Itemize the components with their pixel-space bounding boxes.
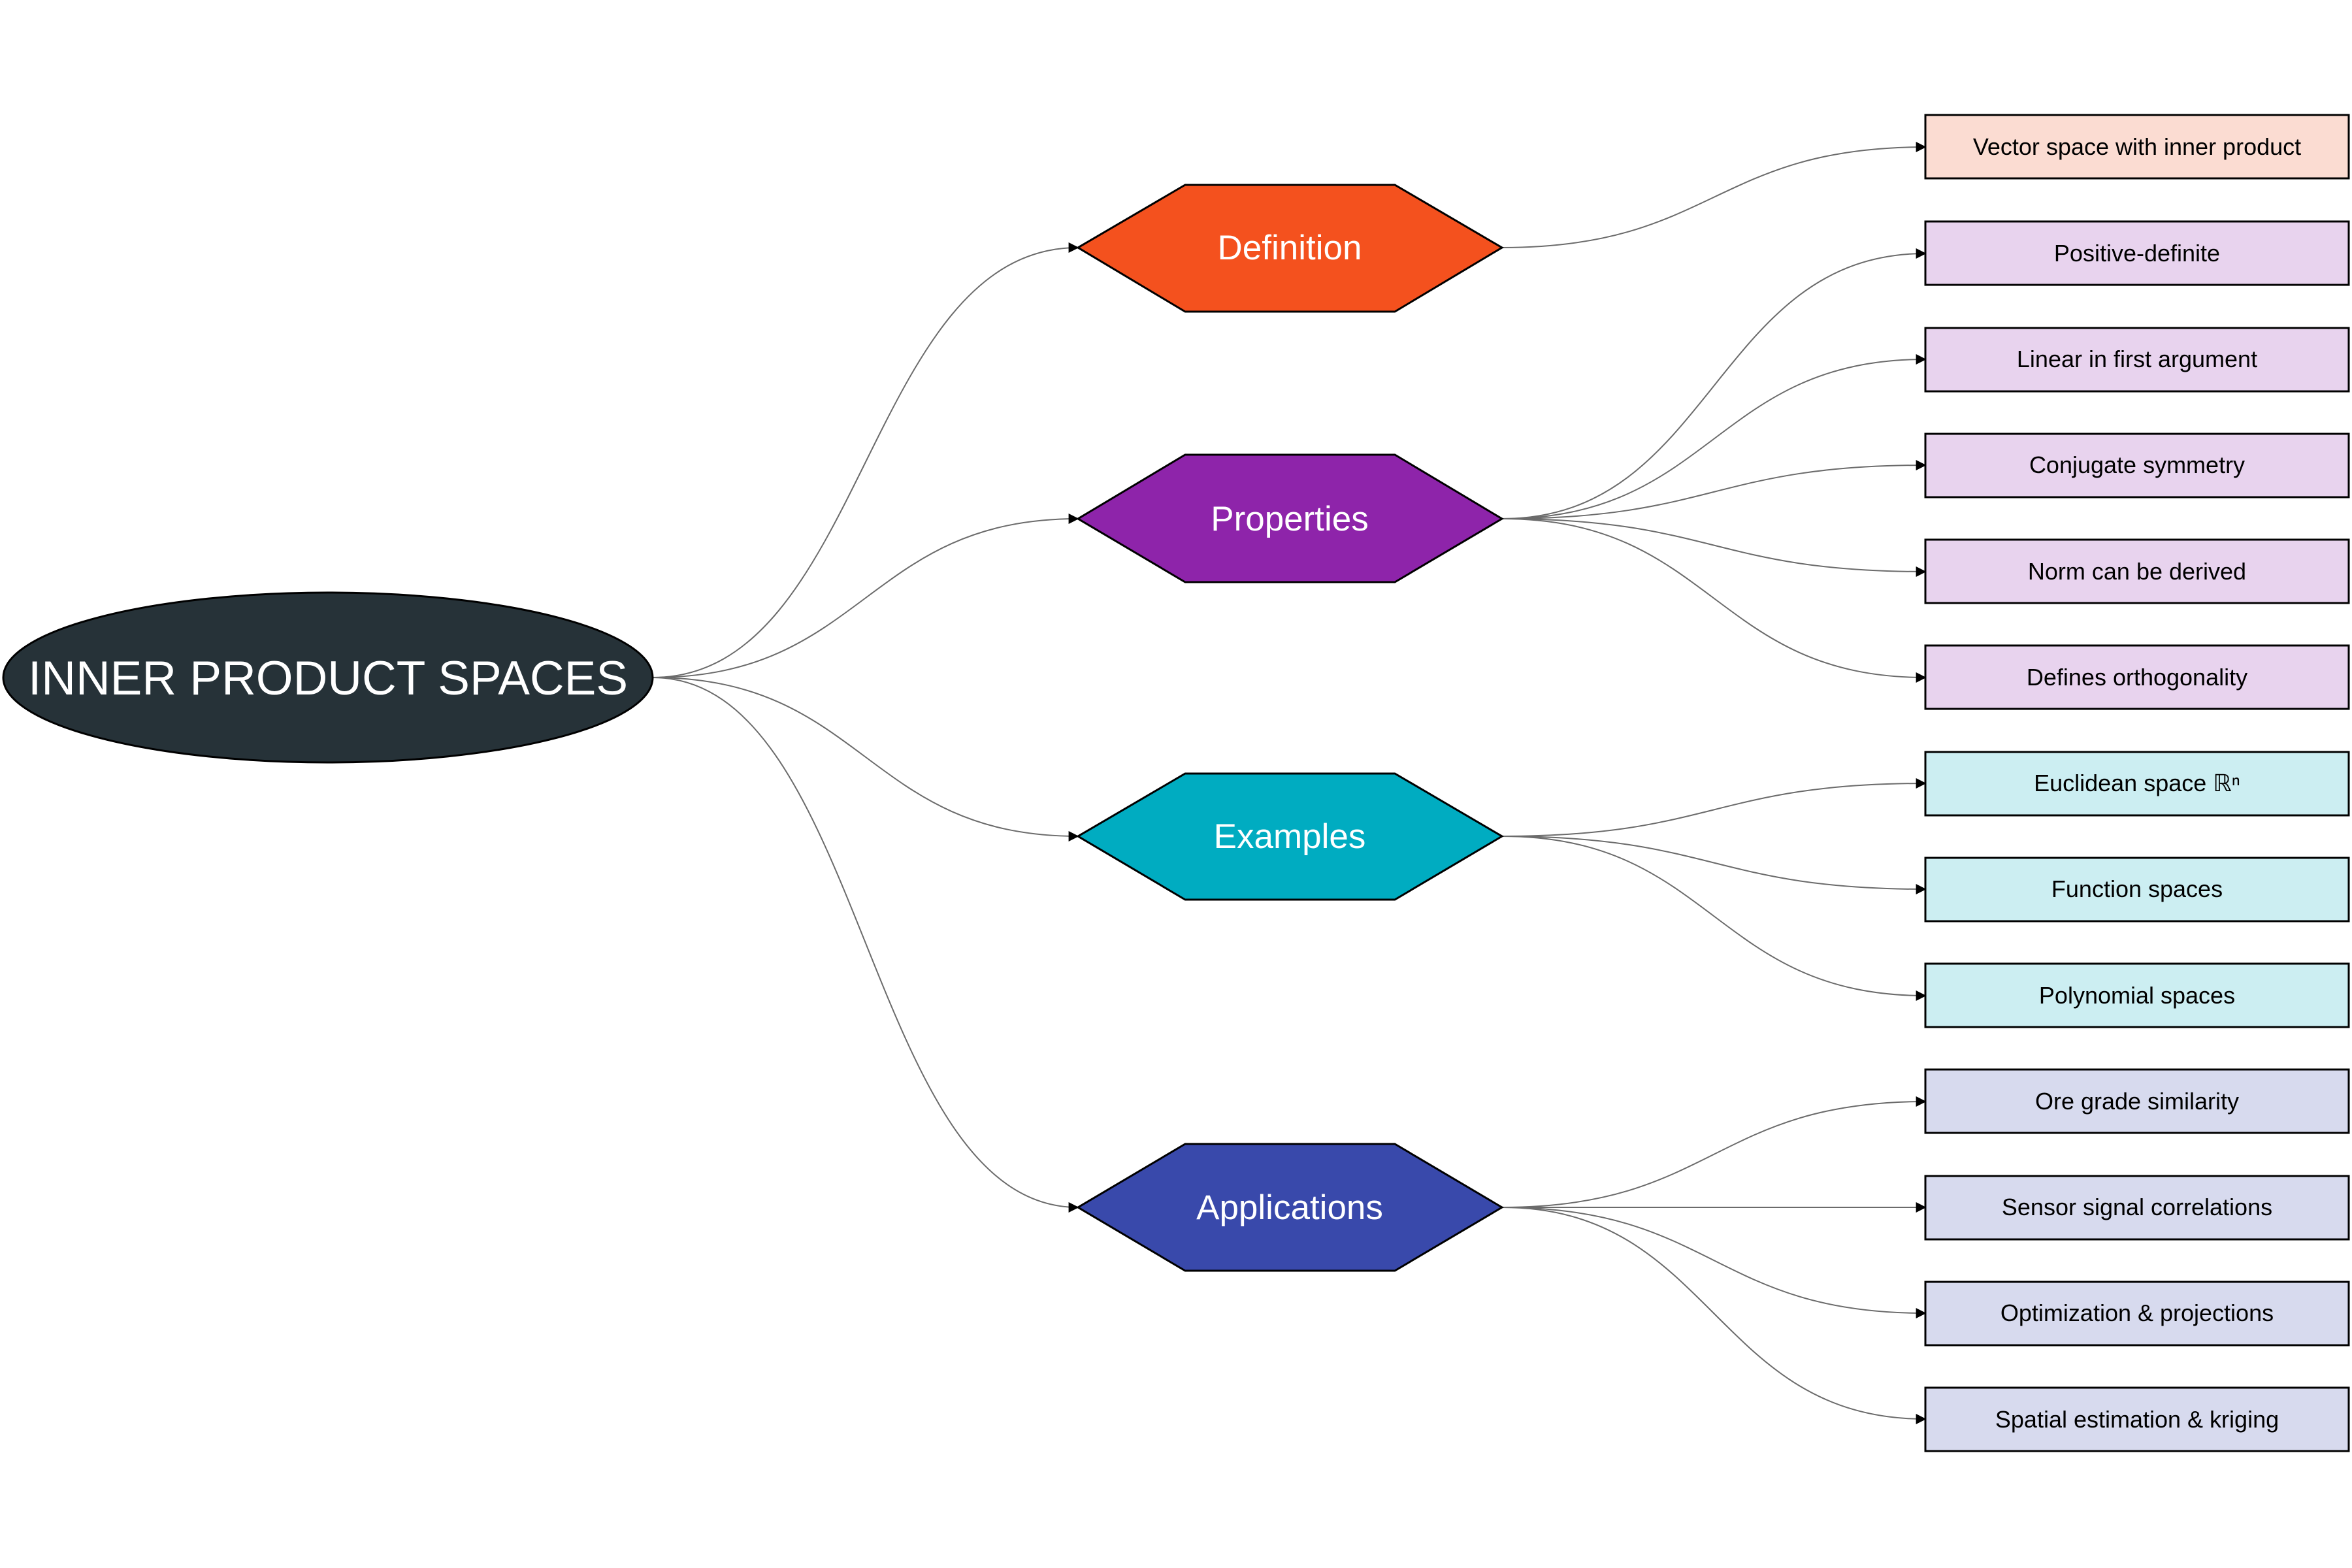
leaf-label: Defines orthogonality — [2027, 664, 2247, 691]
leaf-node[interactable]: Vector space with inner product — [1924, 114, 2350, 180]
branch-leaf-connector — [1501, 836, 1927, 1001]
leaf-box — [1924, 1281, 2350, 1347]
branch-node-applications[interactable]: Applications — [1076, 1143, 1504, 1272]
leaf-box — [1924, 327, 2350, 393]
branch-node-properties[interactable]: Properties — [1076, 453, 1504, 583]
branch-label: Applications — [1196, 1188, 1383, 1227]
leaf-node[interactable]: Euclidean space ℝⁿ — [1924, 751, 2350, 817]
branch-leaf-connector — [1501, 1207, 1927, 1424]
branch-leaf-connector — [1501, 1207, 1927, 1318]
leaf-box — [1924, 538, 2350, 604]
leaf-box — [1924, 220, 2350, 286]
branch-hexagon — [1076, 772, 1504, 901]
leaf-node[interactable]: Polynomial spaces — [1924, 962, 2350, 1028]
leaf-box — [1924, 1068, 2350, 1134]
branch-leaf-connector — [1501, 1096, 1927, 1208]
root-branch-connector — [652, 514, 1079, 678]
leaf-node[interactable]: Sensor signal correlations — [1924, 1175, 2350, 1241]
leaf-label: Function spaces — [2051, 875, 2223, 902]
leaf-node[interactable]: Positive-definite — [1924, 220, 2350, 286]
branch-hexagon — [1076, 453, 1504, 583]
leaf-label: Conjugate symmetry — [2029, 451, 2245, 478]
leaf-label: Sensor signal correlations — [2002, 1194, 2272, 1220]
leaf-label: Norm can be derived — [2028, 558, 2246, 585]
branch-leaf-connector — [1501, 778, 1927, 837]
branch-leaf-connector — [1501, 248, 1927, 519]
leaf-label: Spatial estimation & kriging — [1995, 1406, 2279, 1433]
branch-leaf-connector — [1501, 142, 1927, 248]
root-label: INNER PRODUCT SPACES — [28, 652, 628, 705]
branch-hexagon — [1076, 1143, 1504, 1272]
leaf-box — [1924, 114, 2350, 180]
leaf-label: Vector space with inner product — [1973, 133, 2301, 160]
branch-node-definition[interactable]: Definition — [1076, 184, 1504, 313]
leaf-box — [1924, 644, 2350, 710]
leaf-node[interactable]: Ore grade similarity — [1924, 1068, 2350, 1134]
branch-leaf-connector — [1501, 836, 1927, 894]
leaf-node[interactable]: Function spaces — [1924, 857, 2350, 923]
leaf-node[interactable]: Defines orthogonality — [1924, 644, 2350, 710]
branch-label: Properties — [1211, 500, 1369, 538]
leaf-label: Euclidean space ℝⁿ — [2034, 770, 2240, 796]
leaf-label: Optimization & projections — [2001, 1299, 2274, 1326]
leaf-node[interactable]: Conjugate symmetry — [1924, 433, 2350, 498]
leaf-node[interactable]: Norm can be derived — [1924, 538, 2350, 604]
leaf-box — [1924, 962, 2350, 1028]
branch-leaf-connector — [1501, 354, 1927, 519]
root-node[interactable]: INNER PRODUCT SPACES — [2, 591, 654, 764]
branch-label: Definition — [1218, 229, 1362, 267]
leaf-label: Positive-definite — [2054, 240, 2220, 267]
branch-leaf-connector — [1501, 460, 1927, 519]
root-ellipse — [2, 591, 654, 764]
branch-leaf-connector — [1501, 518, 1927, 577]
leaf-label: Polynomial spaces — [2039, 982, 2235, 1009]
leaf-box — [1924, 857, 2350, 923]
branch-node-examples[interactable]: Examples — [1076, 772, 1504, 901]
leaf-box — [1924, 1175, 2350, 1241]
leaf-box — [1924, 751, 2350, 817]
root-branch-connector — [652, 677, 1079, 841]
leaf-box — [1924, 1386, 2350, 1452]
root-branch-connector — [652, 242, 1079, 678]
branch-leaf-connector — [1501, 518, 1927, 683]
branch-hexagon — [1076, 184, 1504, 313]
leaf-label: Linear in first argument — [2017, 346, 2257, 372]
edge-layer — [652, 142, 1927, 1424]
leaf-node[interactable]: Linear in first argument — [1924, 327, 2350, 393]
root-branch-connector — [652, 677, 1079, 1213]
leaf-node[interactable]: Spatial estimation & kriging — [1924, 1386, 2350, 1452]
leaf-box — [1924, 433, 2350, 498]
leaf-node[interactable]: Optimization & projections — [1924, 1281, 2350, 1347]
leaf-label: Ore grade similarity — [2035, 1088, 2239, 1115]
branch-label: Examples — [1214, 817, 1366, 856]
